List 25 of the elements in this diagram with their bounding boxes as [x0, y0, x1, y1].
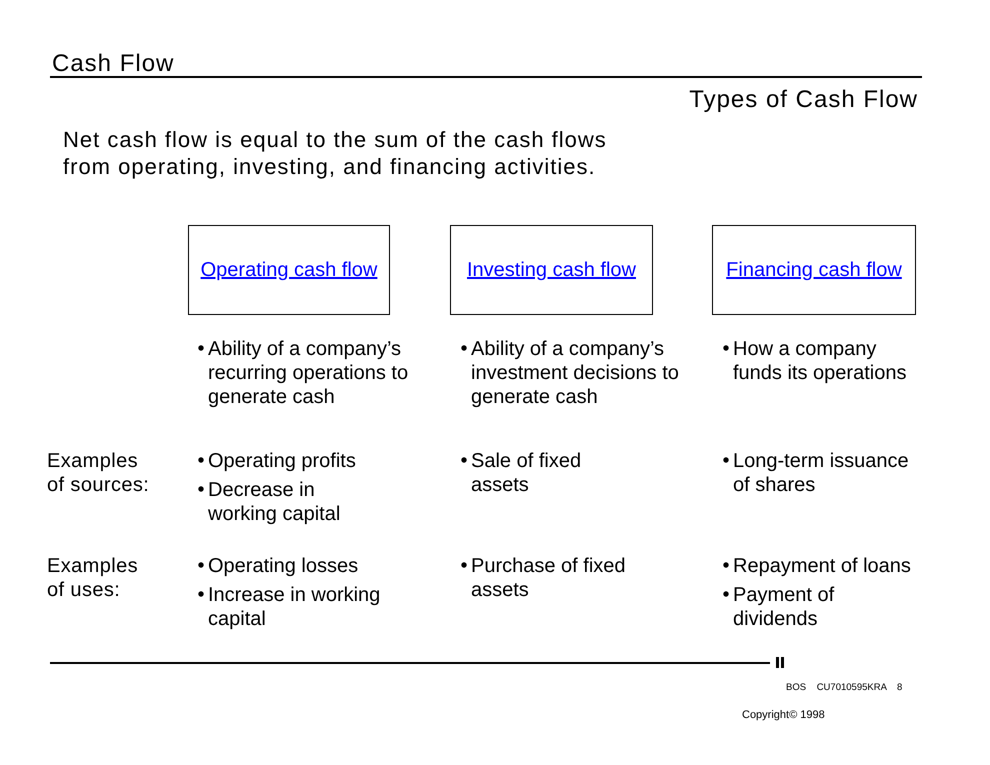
- section-subtitle: Types of Cash Flow: [689, 86, 918, 114]
- description-text: How a company funds its operations: [733, 337, 908, 385]
- box-title-link: Investing cash flow: [467, 258, 636, 282]
- bullet-item: Long-term issuance of shares: [733, 449, 910, 497]
- page-title: Cash Flow: [52, 50, 174, 78]
- copyright-notice: Copyright© 1998: [742, 708, 825, 722]
- bullet-item: Repayment of loans: [733, 554, 912, 578]
- row-label: Examples of uses:: [47, 554, 140, 602]
- summary-text: Net cash flow is equal to the sum of the cash flows from operating, investing, and financing activities.: [63, 126, 608, 180]
- bullet-item: Payment of dividends: [733, 583, 836, 631]
- category-box: [188, 225, 390, 315]
- category-box: [450, 225, 653, 315]
- bullet-item: Operating profits: [208, 449, 357, 473]
- row-label: Examples of sources:: [47, 449, 150, 497]
- bullet-item: Decrease in working capital: [208, 478, 342, 526]
- box-title-link: Financing cash flow: [726, 258, 902, 282]
- bullet-item: Sale of fixed assets: [471, 449, 582, 497]
- description-text: Ability of a company’s investment decisions to generate cash: [471, 337, 680, 409]
- box-title-link: Operating cash flow: [200, 258, 378, 282]
- bullet-item: Increase in working capital: [208, 583, 382, 631]
- bullet-item: Operating losses: [208, 554, 360, 578]
- bullet-item: Purchase of fixed assets: [471, 554, 627, 602]
- document-code: BOS CU7010595KRA 8: [786, 682, 902, 694]
- category-box: [712, 225, 916, 315]
- description-text: Ability of a company’s recurring operations to generate cash: [208, 337, 410, 409]
